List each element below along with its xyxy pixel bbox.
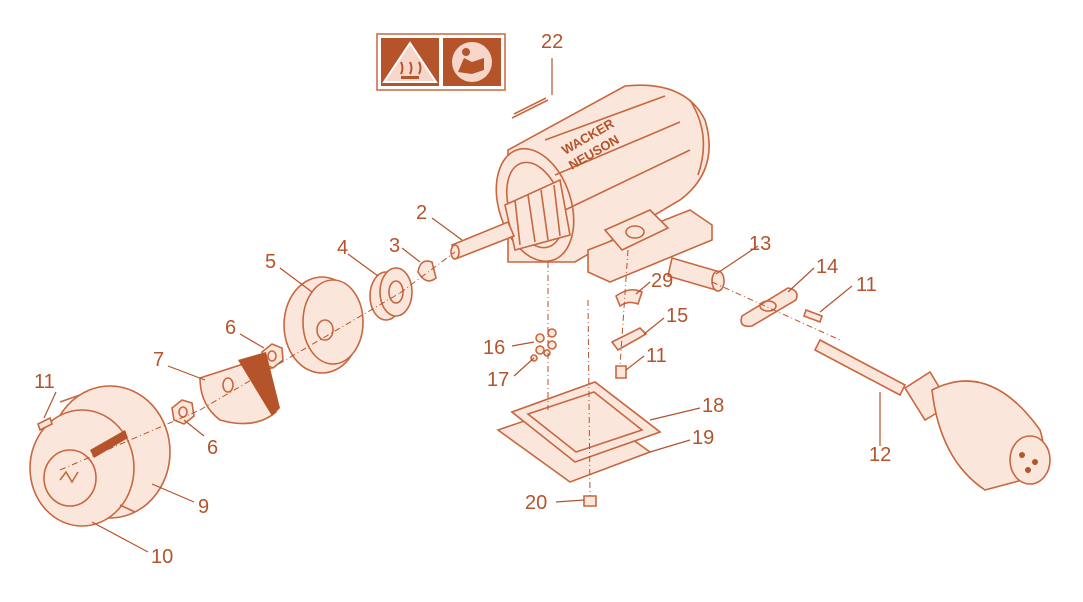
callout-12: 12 — [869, 444, 892, 466]
callout-15: 15 — [666, 305, 689, 327]
screw-11a — [37, 416, 53, 432]
callout-11b: 11 — [856, 274, 877, 296]
callout-18: 18 — [702, 395, 725, 417]
callout-6a: 6 — [225, 317, 237, 339]
callout-5: 5 — [265, 251, 277, 273]
key-3 — [417, 260, 437, 282]
callout-4: 4 — [337, 237, 349, 259]
callout-19: 19 — [692, 427, 715, 449]
callout-16: 16 — [483, 337, 506, 359]
callout-17: 17 — [487, 369, 510, 391]
callout-11c: 11 — [646, 345, 667, 367]
screw-11c — [615, 365, 627, 379]
gasket-14 — [740, 287, 798, 328]
eccentric-weight — [199, 352, 280, 425]
end-cap — [29, 385, 171, 527]
callout-7: 7 — [153, 349, 165, 371]
base-plate — [496, 381, 662, 483]
callout-11a: 11 — [34, 371, 55, 393]
eccentric-disc — [283, 276, 364, 374]
motor-housing — [495, 84, 713, 283]
warning-sticker — [376, 33, 506, 91]
callout-29: 29 — [651, 270, 674, 292]
cable-plug — [813, 338, 1051, 491]
callout-2: 2 — [416, 202, 428, 224]
bearing — [369, 267, 413, 321]
screw-11b — [802, 308, 824, 324]
callout-14: 14 — [816, 256, 839, 278]
callout-3: 3 — [389, 235, 401, 257]
sleeve — [667, 256, 725, 292]
callout-20: 20 — [525, 492, 548, 514]
callout-9: 9 — [198, 496, 210, 518]
decal-22 — [511, 99, 549, 119]
callout-22: 22 — [541, 31, 564, 53]
callout-13: 13 — [749, 233, 772, 255]
callout-10: 10 — [151, 546, 174, 568]
washers-16-17 — [530, 328, 557, 362]
clamp-15 — [610, 327, 648, 352]
screw-20 — [583, 495, 597, 507]
nut-6b — [171, 399, 195, 425]
callout-6b: 6 — [207, 437, 219, 459]
